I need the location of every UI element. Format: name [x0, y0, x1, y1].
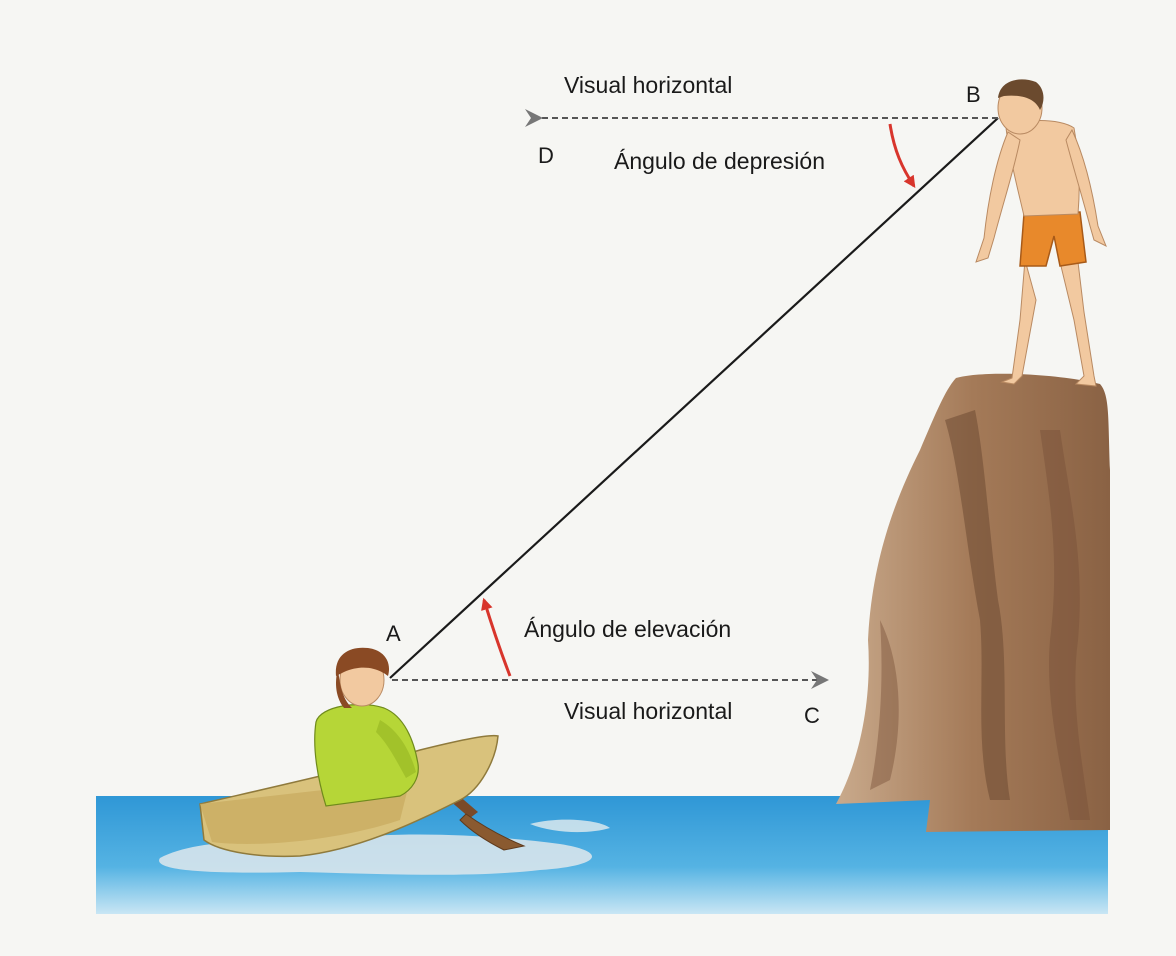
standing-boy — [975, 79, 1107, 387]
cliff — [836, 373, 1110, 832]
boat — [199, 647, 526, 858]
elevation-angle-arrow — [481, 597, 512, 677]
point-b-label: B — [966, 82, 981, 107]
visual-horizontal-top-label: Visual horizontal — [564, 72, 732, 98]
line-of-sight — [389, 117, 999, 679]
point-d-label: D — [538, 143, 554, 168]
angle-depression-label: Ángulo de depresión — [614, 148, 825, 174]
point-c-label: C — [804, 703, 820, 728]
depression-angle-arrow — [888, 123, 916, 188]
angle-elevation-label: Ángulo de elevación — [524, 616, 731, 642]
visual-horizontal-bottom-label: Visual horizontal — [564, 698, 732, 724]
point-a-label: A — [386, 621, 401, 646]
